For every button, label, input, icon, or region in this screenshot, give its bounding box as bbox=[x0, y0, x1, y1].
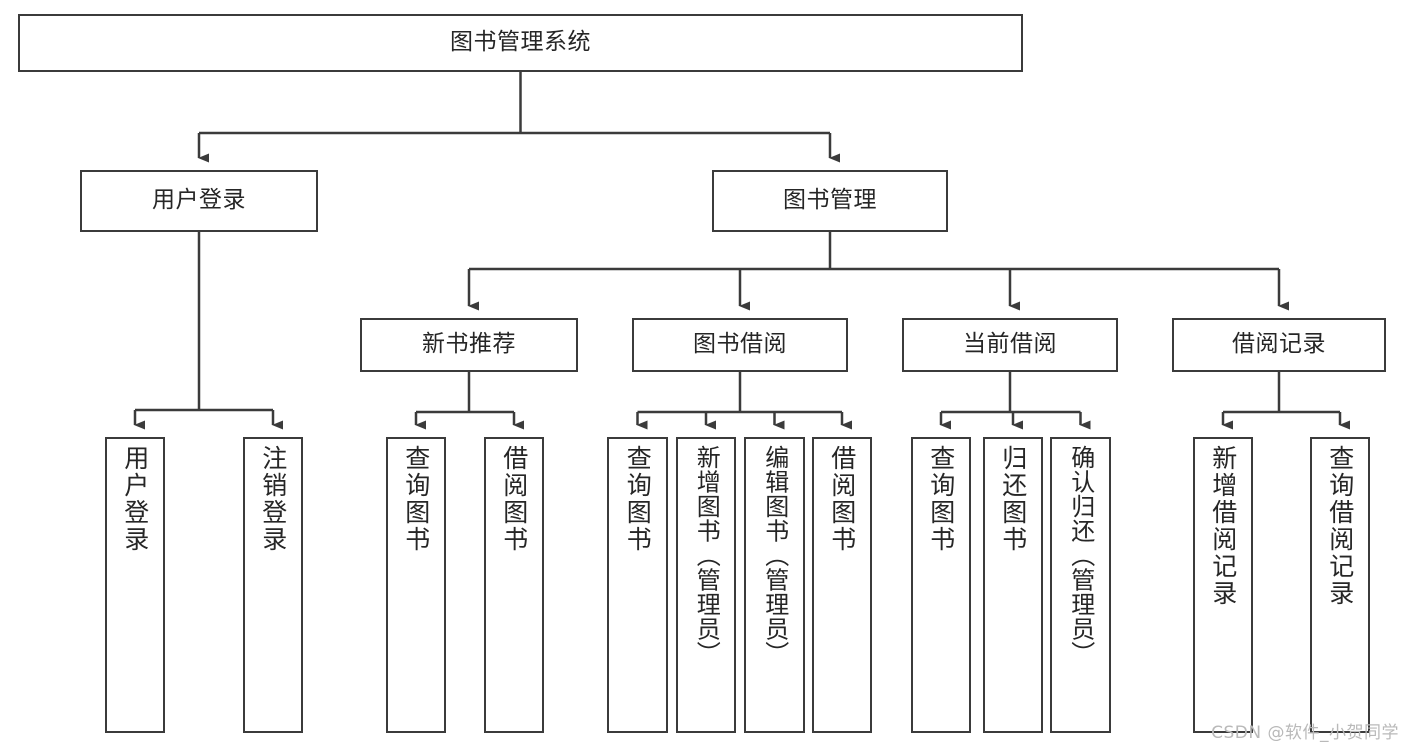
node-borrow-record[interactable]: 借阅记录 bbox=[1172, 318, 1386, 372]
node-label-borrow-record: 借阅记录 bbox=[1232, 331, 1326, 358]
node-label-user-login: 用户登录 bbox=[152, 187, 246, 214]
node-user-login[interactable]: 用户登录 bbox=[80, 170, 318, 232]
node-leaf-query-book-borrow[interactable]: 查询图书 bbox=[607, 437, 668, 733]
node-label-book-borrow: 图书借阅 bbox=[693, 331, 787, 358]
node-label-leaf-return-book: 归还图书 bbox=[998, 445, 1028, 553]
node-label-leaf-logout: 注销登录 bbox=[258, 445, 288, 553]
node-label-leaf-add-book: 新增图书（管理员） bbox=[692, 445, 721, 666]
node-root[interactable]: 图书管理系统 bbox=[18, 14, 1023, 72]
node-label-current-borrow: 当前借阅 bbox=[963, 331, 1057, 358]
node-leaf-return-book[interactable]: 归还图书 bbox=[983, 437, 1043, 733]
node-leaf-add-borrow-record[interactable]: 新增借阅记录 bbox=[1193, 437, 1253, 733]
node-label-leaf-borrow-book-recommend: 借阅图书 bbox=[499, 445, 529, 553]
node-label-root: 图书管理系统 bbox=[450, 29, 591, 56]
node-leaf-confirm-return[interactable]: 确认归还（管理员） bbox=[1050, 437, 1111, 733]
node-leaf-borrow-book-recommend[interactable]: 借阅图书 bbox=[484, 437, 544, 733]
node-leaf-user-login[interactable]: 用户登录 bbox=[105, 437, 165, 733]
node-leaf-query-borrow-record[interactable]: 查询借阅记录 bbox=[1310, 437, 1370, 733]
node-new-book-recommend[interactable]: 新书推荐 bbox=[360, 318, 578, 372]
node-leaf-edit-book[interactable]: 编辑图书（管理员） bbox=[744, 437, 805, 733]
node-label-leaf-user-login: 用户登录 bbox=[120, 445, 150, 553]
csdn-watermark: CSDN @软件_小贺同学 bbox=[1211, 723, 1399, 743]
node-leaf-query-book-current[interactable]: 查询图书 bbox=[911, 437, 971, 733]
node-leaf-borrow-book[interactable]: 借阅图书 bbox=[812, 437, 872, 733]
node-label-leaf-confirm-return: 确认归还（管理员） bbox=[1066, 445, 1095, 666]
node-leaf-logout[interactable]: 注销登录 bbox=[243, 437, 303, 733]
node-label-book-management: 图书管理 bbox=[783, 187, 877, 214]
node-label-leaf-query-book-borrow: 查询图书 bbox=[623, 445, 653, 553]
node-book-borrow[interactable]: 图书借阅 bbox=[632, 318, 848, 372]
node-leaf-add-book[interactable]: 新增图书（管理员） bbox=[676, 437, 736, 733]
node-label-leaf-edit-book: 编辑图书（管理员） bbox=[760, 445, 789, 666]
node-label-leaf-add-borrow-record: 新增借阅记录 bbox=[1208, 445, 1238, 607]
node-current-borrow[interactable]: 当前借阅 bbox=[902, 318, 1118, 372]
node-label-leaf-query-borrow-record: 查询借阅记录 bbox=[1325, 445, 1355, 607]
node-leaf-query-book-recommend[interactable]: 查询图书 bbox=[386, 437, 446, 733]
node-label-new-book-recommend: 新书推荐 bbox=[422, 331, 516, 358]
node-label-leaf-query-book-current: 查询图书 bbox=[926, 445, 956, 553]
node-book-management[interactable]: 图书管理 bbox=[712, 170, 948, 232]
node-label-leaf-query-book-recommend: 查询图书 bbox=[401, 445, 431, 553]
node-label-leaf-borrow-book: 借阅图书 bbox=[827, 445, 857, 553]
